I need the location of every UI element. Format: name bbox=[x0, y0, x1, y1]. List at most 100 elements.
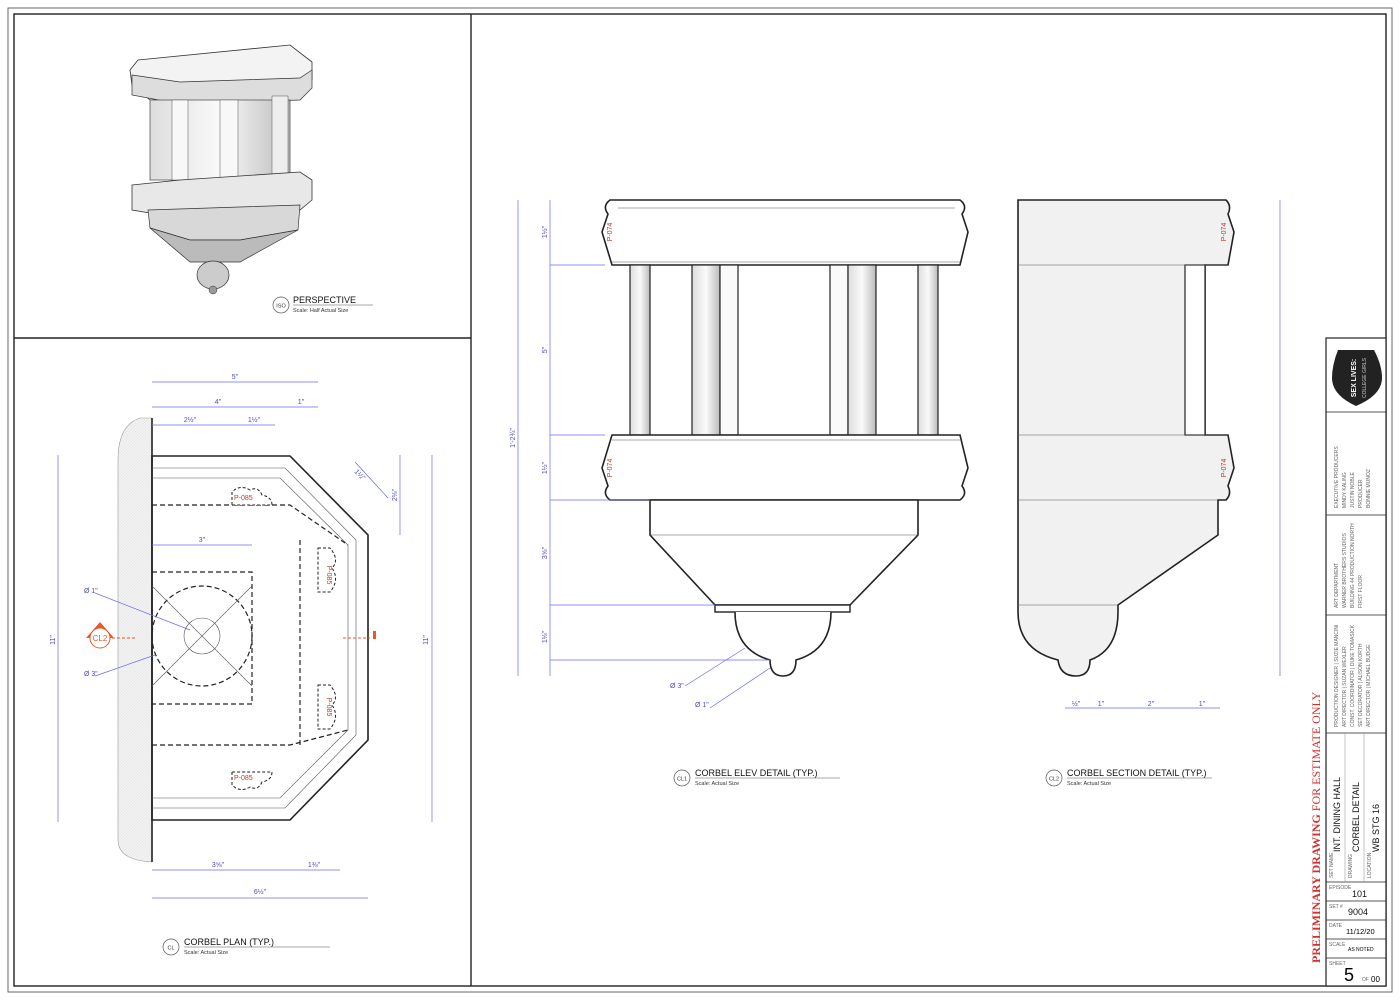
elev_dims-knob: 1⅛" bbox=[542, 630, 549, 643]
section-marker-cl2[interactable]: CL2 bbox=[86, 622, 135, 649]
plan_dims-w3: 3" bbox=[199, 537, 206, 544]
profiles-elevation: P-074 bbox=[607, 223, 614, 242]
title_block-producers-4: BONNIE MUNOZ bbox=[1366, 469, 1372, 508]
title_block-studio-1: WARNER BROTHERS STUDIOS bbox=[1342, 533, 1348, 608]
plan-view: P-085 P-085 P-085 P-085 bbox=[117, 417, 376, 863]
show-logo: SEX LIVES: COLLEGE GIRLS bbox=[1332, 350, 1382, 406]
title_block-of_label: OF bbox=[1362, 977, 1369, 983]
elev_dims-base: 3⅝" bbox=[542, 546, 549, 559]
disclaimer-rest: FOR ESTIMATE ONLY bbox=[1309, 691, 1323, 811]
title_block-studio-2: BUILDING 44 PRODUCTION NORTH bbox=[1350, 523, 1356, 608]
plan_dims-h11: 11" bbox=[50, 635, 57, 645]
views-plan-title: CORBEL PLAN (TYP.) bbox=[184, 937, 274, 947]
views-section-scale: Scale: Actual Size bbox=[1067, 781, 1111, 787]
title_block-set_name_label: SET NAME bbox=[1329, 852, 1335, 878]
plan_dims-side: 2⅛" bbox=[392, 488, 399, 501]
views-perspective-scale: Scale: Half Actual Size bbox=[293, 308, 348, 314]
profiles-elevation: P-074 bbox=[1221, 223, 1228, 242]
plan_dims-bot1: 1⅜" bbox=[308, 862, 321, 869]
plan-label: CL CORBEL PLAN (TYP.) Scale: Actual Size bbox=[162, 937, 330, 956]
episode: 101 bbox=[1352, 889, 1367, 899]
plan_dims-d3: Ø 3" bbox=[84, 671, 98, 678]
views-section-tag: CL2 bbox=[1049, 777, 1059, 783]
title_block-scale_label: SCALE bbox=[1329, 942, 1346, 948]
plan_dims-bot6: 6½" bbox=[254, 888, 267, 896]
views-plan-scale: Scale: Actual Size bbox=[184, 950, 228, 956]
views-elevation-scale: Scale: Actual Size bbox=[695, 781, 739, 787]
title_block-crew-3: SET DECORATOR | ALISON KORTH bbox=[1358, 643, 1364, 727]
title_block-date_label: DATE bbox=[1329, 923, 1343, 929]
elev_dims-d1: Ø 1" bbox=[695, 702, 709, 709]
views-plan-section_marker: CL2 bbox=[93, 634, 108, 643]
perspective-view bbox=[129, 44, 313, 295]
studio-info: ART DEPARTMENT WARNER BROTHERS STUDIOS B… bbox=[1334, 523, 1364, 608]
title_block-crew-4: ART DIRECTOR | MICHAEL BUDGE bbox=[1366, 644, 1372, 727]
preliminary-disclaimer: PRELIMINARY DRAWING FOR ESTIMATE ONLY bbox=[1309, 691, 1323, 963]
svg-text:COLLEGE GIRLS: COLLEGE GIRLS bbox=[1362, 357, 1368, 398]
title_block-crew-0: PRODUCTION DESIGNER | SUZIE MANCINI bbox=[1334, 625, 1340, 727]
elevation-dimensions: 1'-2¾" 1½" 5" 1½" 3⅝" 1⅛" Ø 3" Ø 1" bbox=[510, 200, 771, 709]
crew-list: PRODUCTION DESIGNER | SUZIE MANCINI ART … bbox=[1334, 624, 1372, 727]
views-elevation-title: CORBEL ELEV DETAIL (TYP.) bbox=[695, 768, 818, 778]
plan_dims-w4: 4" bbox=[215, 399, 222, 406]
title_block-crew-1: ART DIRECTOR | SUZAN WEXLER bbox=[1342, 646, 1348, 727]
profiles-plan: P-085 bbox=[325, 566, 332, 585]
profiles-plan: P-085 bbox=[234, 775, 253, 782]
section_dims-b: 1" bbox=[1098, 701, 1105, 708]
plan_dims-diag: 1½" bbox=[353, 468, 368, 483]
title_block-drawing_label: DRAWING bbox=[1348, 854, 1354, 878]
date: 11/12/20 bbox=[1346, 927, 1375, 936]
elevation-label: CL1 CORBEL ELEV DETAIL (TYP.) Scale: Act… bbox=[673, 768, 840, 787]
title_block-producers-2: JUSTIN NOBLE bbox=[1350, 471, 1356, 508]
elev_dims-mid: 5" bbox=[542, 346, 549, 353]
elevation-view: P-074 P-074 bbox=[601, 199, 969, 677]
set-name: INT. DINING HALL bbox=[1332, 777, 1342, 852]
plan-dimensions: 5" 4" 1" 2½" 1½" 3" 11" 11" 2⅛" 1½" 3⅝" … bbox=[50, 374, 433, 899]
elev_dims-overall: 1'-2¾" bbox=[510, 428, 517, 448]
views-plan-tag: CL bbox=[167, 946, 174, 952]
title_block-crew-2: CONST. COORDINATOR | DUKE TOMASICK bbox=[1350, 624, 1356, 727]
producers-list: EXECUTIVE PRODUCERS MINDY KALING JUSTIN … bbox=[1334, 446, 1372, 508]
title_block-set_label: SET # bbox=[1329, 904, 1343, 910]
title-block: SEX LIVES: COLLEGE GIRLS EXECUTIVE PRODU… bbox=[1325, 337, 1387, 987]
profiles-plan: P-085 bbox=[325, 698, 332, 717]
disclaimer-bold: PRELIMINARY DRAWING bbox=[1309, 814, 1323, 963]
section-label: CL2 CORBEL SECTION DETAIL (TYP.) Scale: … bbox=[1045, 768, 1212, 787]
sheet-total: 00 bbox=[1371, 975, 1380, 984]
location: WB STG 16 bbox=[1371, 804, 1381, 852]
perspective-label: ISO PERSPECTIVE Scale: Half Actual Size bbox=[272, 295, 373, 314]
section_dims-a: ½" bbox=[1072, 700, 1081, 708]
sheet-number: 5 bbox=[1344, 965, 1354, 985]
views-perspective-tag: ISO bbox=[276, 304, 286, 310]
title_block-location_label: LOCATION bbox=[1367, 852, 1373, 878]
elev_dims-cap: 1½" bbox=[541, 461, 549, 474]
section_dims-c: 2" bbox=[1148, 701, 1155, 708]
profiles-elevation: P-074 bbox=[607, 459, 614, 478]
elev_dims-d3: Ø 3" bbox=[670, 683, 684, 690]
views-elevation-tag: CL1 bbox=[677, 777, 687, 783]
title_block-producers-1: MINDY KALING bbox=[1342, 472, 1348, 508]
svg-text:SEX LIVES:: SEX LIVES: bbox=[1351, 359, 1358, 398]
set-number: 9004 bbox=[1348, 907, 1368, 917]
title_block-sheet_label: SHEET bbox=[1329, 961, 1346, 967]
title_block-producers-0: EXECUTIVE PRODUCERS bbox=[1334, 446, 1340, 508]
outer-border bbox=[7, 7, 1393, 993]
plan_dims-h11: 11" bbox=[423, 635, 430, 645]
views-section-title: CORBEL SECTION DETAIL (TYP.) bbox=[1067, 768, 1207, 778]
plan_dims-bot3: 3⅝" bbox=[212, 862, 225, 869]
title_block-producers-3: PRODUCER bbox=[1358, 479, 1364, 508]
profiles-elevation: P-074 bbox=[1221, 459, 1228, 478]
plan_dims-w1h: 1½" bbox=[248, 416, 261, 424]
plan_dims-w1: 1" bbox=[298, 399, 305, 406]
plan_dims-d1: Ø 1" bbox=[84, 588, 98, 595]
views-perspective-title: PERSPECTIVE bbox=[293, 295, 356, 305]
section-dimensions: ½" 1" 2" 1" bbox=[1065, 200, 1281, 709]
plan_dims-w2h: 2½" bbox=[184, 416, 197, 424]
drawing-name: CORBEL DETAIL bbox=[1351, 782, 1361, 852]
title_block-episode_label: EPISODE bbox=[1329, 885, 1352, 891]
title_block-studio-0: ART DEPARTMENT bbox=[1334, 563, 1340, 608]
elev_dims-cap: 1½" bbox=[541, 225, 549, 238]
scale: AS NOTED bbox=[1348, 947, 1374, 953]
title_block-studio-3: FIRST FLOOR bbox=[1358, 575, 1364, 608]
